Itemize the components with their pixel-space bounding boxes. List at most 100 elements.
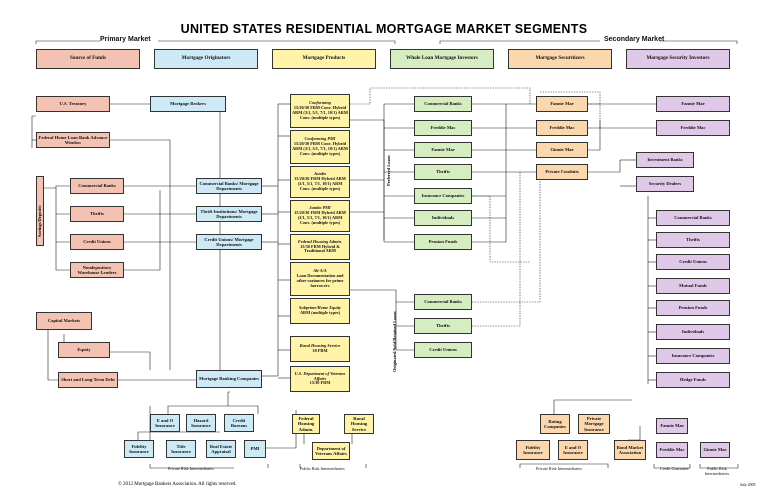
- product-detail: 30 FRM: [312, 348, 328, 353]
- wl-commercial-banks-2: Commercial Banks: [414, 294, 472, 310]
- source-equity: Equity: [58, 342, 110, 358]
- inv-mutual-funds: Mutual Funds: [656, 278, 730, 294]
- product-title: Rural Housing Service: [299, 343, 341, 349]
- inv-freddie-mac: Freddie Mac: [656, 120, 730, 136]
- source-credit-unions: Credit Unions: [70, 234, 124, 250]
- product-detail: 15/20/30 FRM Conv. Hybrid ARM (3/1, 5/1,…: [292, 141, 348, 156]
- header-mortgage-originators: Mortgage Originators: [154, 49, 258, 69]
- sec-private-conduits: Private Conduits: [536, 164, 588, 180]
- date-label: July 2005: [740, 482, 756, 487]
- product-title: Subprime/Home Equity: [299, 305, 341, 311]
- sec-freddie-mac: Freddie Mac: [536, 120, 588, 136]
- public-risk-label-left: Public Risk Intermediaries: [300, 466, 345, 471]
- wl-insurance-companies: Insurance Companies: [414, 188, 472, 204]
- source-savings-deposits: [36, 176, 44, 246]
- wl-commercial-banks: Commercial Banks: [414, 96, 472, 112]
- product-title: Jumbo: [313, 171, 327, 177]
- header-source-of-funds: Source of Funds: [36, 49, 140, 69]
- product-title: Federal Housing Admin.: [297, 238, 343, 244]
- product-detail: 15/30 FRM Hybrid & Traditional ARM: [300, 243, 340, 254]
- pri-title-insurance: Title Insurance: [166, 440, 196, 458]
- sec-ginnie-mae: Ginnie Mae: [536, 142, 588, 158]
- pri-right-e-and-o-insurance: E and O Insurance: [558, 440, 588, 460]
- pri-hazard-insurance: Hazard Insurance: [186, 414, 216, 432]
- pri-e-and-o-insurance: E and O Insurance: [150, 414, 180, 432]
- product-title: Conforming: [309, 100, 331, 106]
- credit-guarantee-label: Credit Guarantee: [660, 466, 689, 471]
- primary-market-label: Primary Market: [100, 36, 151, 43]
- pub-fannie-mae: Fannie Mae: [656, 418, 688, 434]
- pub-freddie-mac: Freddie Mac: [656, 442, 688, 458]
- source-nondepository-lenders: Nondepository Warehouse Lenders: [70, 262, 124, 278]
- originator-thrift-institutions: Thrift Institutions/ Mortgage Department…: [196, 206, 262, 222]
- product-title: Conforming PMI: [304, 136, 336, 142]
- product-title: Alt-A/A: [313, 268, 327, 274]
- source-fhlb-advance-window: Federal Home Loan Bank Advance Window: [36, 132, 110, 148]
- product-detail: Loan Documentation and other variances f…: [296, 273, 344, 288]
- source-capital-markets: Capital Markets: [36, 312, 92, 330]
- preferred-loans-label: Preferred Loans: [386, 155, 391, 186]
- product-detail: ARM (multiple types): [299, 310, 341, 315]
- product-detail: 15/20/30 FRM Hybrid ARM (3/1, 5/1, 7/1, …: [294, 176, 346, 191]
- wl-pension-funds: Pension Funds: [414, 234, 472, 250]
- product-detail: 15/20/30 FRM Hybrid ARM (3/1, 5/1, 7/1, …: [294, 210, 346, 225]
- source-short-long-term-debt: Short and Long-Term Debt: [58, 372, 118, 388]
- inv-security-dealers: Security Dealers: [636, 176, 694, 192]
- product-title: U.S. Department of Veterans Affairs: [294, 370, 346, 381]
- header-mortgage-products: Mortgage Products: [272, 49, 376, 69]
- header-mortgage-securitizers: Mortgage Securitizers: [508, 49, 612, 69]
- public-risk-label-right: Public Risk Intermediaries: [704, 466, 730, 476]
- pri-fidelity-insurance: Fidelity Insurance: [124, 440, 154, 458]
- inv-insurance-companies: Insurance Companies: [656, 348, 730, 364]
- savings-deposits-label: Savings/Deposits: [37, 205, 42, 237]
- header-security-investors: Mortgage Security Investors: [626, 49, 730, 69]
- pri-credit-bureaus: Credit Bureaus: [224, 414, 254, 432]
- wl-individuals: Individuals: [414, 210, 472, 226]
- originated-sold-label: Originated/Sold/Retained Loans: [392, 311, 397, 372]
- source-thrifts: Thrifts: [70, 206, 124, 222]
- private-risk-label-left: Private Risk Intermediaries: [168, 466, 214, 471]
- inv-hedge-funds: Hedge Funds: [656, 372, 730, 388]
- originator-credit-unions: Credit Unions/ Mortgage Departments: [196, 234, 262, 250]
- wl-thrifts: Thrifts: [414, 164, 472, 180]
- wl-fannie-mae: Fannie Mae: [414, 142, 472, 158]
- originator-mortgage-banking-companies: Mortgage Banking Companies: [196, 370, 262, 388]
- pub-veterans-affairs: Department of Veterans Affairs: [312, 442, 350, 460]
- inv-pension-funds: Pension Funds: [656, 300, 730, 316]
- secondary-market-label: Secondary Market: [604, 36, 665, 43]
- pub-ginnie-mae: Ginnie Mae: [700, 442, 730, 458]
- pub-rural-housing-service: Rural Housing Service: [344, 414, 374, 434]
- wl-credit-unions: Credit Unions: [414, 342, 472, 358]
- pri-private-mortgage-insurance: Private Mortgage Insurance: [578, 414, 610, 434]
- pri-real-estate-appraisal: Real Estate Appraisal: [206, 440, 236, 458]
- header-whole-loan-investors: Whole Loan Mortgage Investors: [390, 49, 494, 69]
- originator-commercial-banks: Commercial Banks/ Mortgage Departments: [196, 178, 262, 194]
- pub-fha: Federal Housing Admin.: [292, 414, 320, 434]
- inv-thrifts: Thrifts: [656, 232, 730, 248]
- pri-rating-companies: Rating Companies: [540, 414, 570, 434]
- inv-individuals: Individuals: [656, 324, 730, 340]
- product-detail: 15/20/30 FRM Conv. Hybrid ARM (3/1, 5/1,…: [292, 105, 348, 120]
- pri-bond-market-association: Bond Market Association: [614, 440, 646, 460]
- pri-pmi: PMI: [244, 440, 266, 458]
- pri-right-fidelity-insurance: Fidelity Insurance: [516, 440, 550, 460]
- sec-fannie-mae: Fannie Mae: [536, 96, 588, 112]
- product-detail: 15/30 FRM: [309, 380, 331, 386]
- wl-freddie-mac: Freddie Mac: [414, 120, 472, 136]
- wl-thrifts-2: Thrifts: [414, 318, 472, 334]
- private-risk-label-right: Private Risk Intermediaries: [536, 466, 582, 471]
- originator-mortgage-brokers: Mortgage Brokers: [150, 96, 226, 112]
- product-fha: Federal Housing Admin.15/30 FRM Hybrid &…: [290, 234, 350, 260]
- product-title: Jumbo PMI: [309, 205, 331, 211]
- inv-credit-unions: Credit Unions: [656, 254, 730, 270]
- page-title: UNITED STATES RESIDENTIAL MORTGAGE MARKE…: [180, 22, 588, 36]
